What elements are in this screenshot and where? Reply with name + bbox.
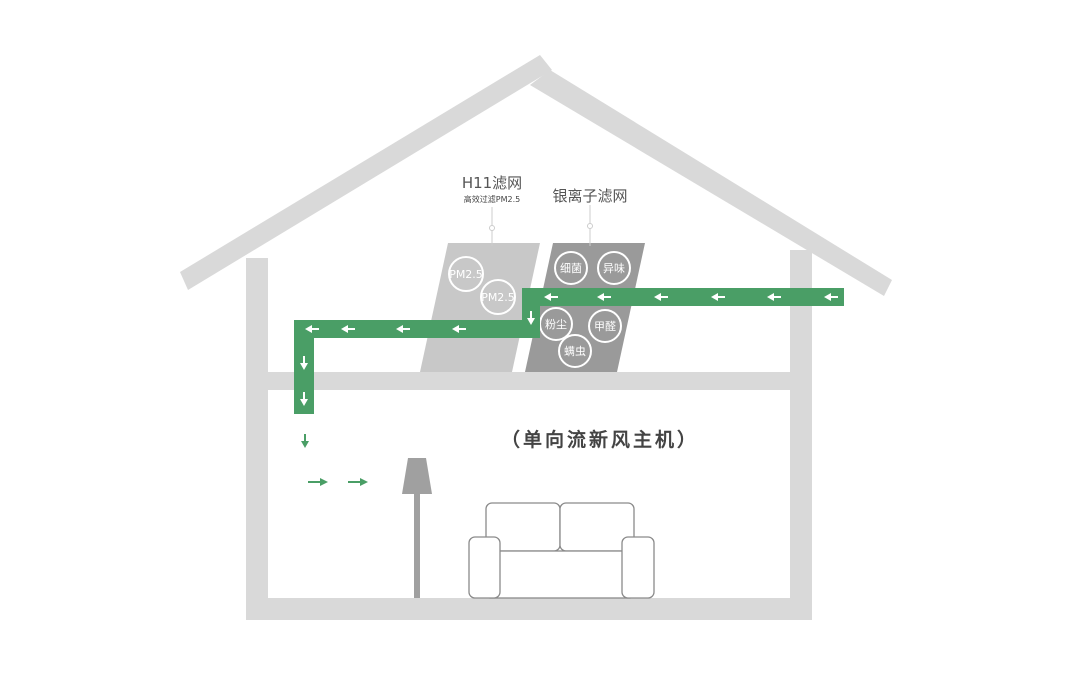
formaldehyde-circle (588, 309, 622, 343)
mite-circle-label: 螨虫 (564, 345, 586, 358)
house-wall-left (246, 258, 268, 620)
arrow-right-icon (308, 478, 328, 486)
h11-filter-subtitle: 高效过滤PM2.5 (464, 194, 520, 204)
house-roof-right (530, 70, 892, 296)
house-ceiling (268, 372, 790, 390)
arrow-left-icon (767, 293, 781, 301)
bacteria-circle (554, 251, 588, 285)
arrow-down-icon (300, 356, 308, 370)
mite-circle (558, 334, 592, 368)
unit-label: （单向流新风主机） (501, 428, 699, 451)
arrow-left-icon (452, 325, 466, 333)
odor-circle-label: 异味 (603, 262, 625, 275)
formaldehyde-circle-label: 甲醛 (594, 319, 616, 333)
arrow-left-icon (654, 293, 668, 301)
h11-leader-dot (489, 225, 495, 231)
arrow-left-icon (305, 325, 319, 333)
house-roof (180, 55, 552, 290)
pm25-circle (448, 256, 484, 292)
silver-ion-leader-dot (587, 223, 593, 229)
h11-filter: PM2.5 PM2.5 H11滤网 高效过滤PM2.5 (420, 174, 540, 372)
arrow-right-icon (348, 478, 368, 486)
bacteria-circle-label: 细菌 (560, 262, 582, 275)
arrow-down-icon (300, 392, 308, 406)
arrow-left-icon (711, 293, 725, 301)
air-duct (294, 288, 844, 414)
arrow-left-icon (597, 293, 611, 301)
house-outline (180, 55, 892, 620)
silver-ion-filter: 细菌 异味 粉尘 甲醛 螨虫 银离子滤网 (525, 187, 645, 372)
h11-filter-title: H11滤网 (462, 174, 522, 192)
pm25-circle-label: PM2.5 (481, 291, 515, 304)
sofa-arm-right (621, 536, 655, 599)
lamp-pole (414, 494, 420, 598)
arrow-left-icon (341, 325, 355, 333)
arrow-down-icon (527, 311, 535, 325)
sofa-arm-left (468, 536, 501, 599)
duct-main-segment (294, 320, 540, 338)
room-airflow (301, 434, 368, 486)
dust-circle-label: 粉尘 (545, 318, 567, 331)
arrow-left-icon (396, 325, 410, 333)
pm25-circle-label: PM2.5 (449, 268, 483, 281)
floor-lamp (402, 458, 432, 598)
sofa-seat (489, 550, 631, 599)
arrow-left-icon (824, 293, 838, 301)
lamp-shade (402, 458, 432, 494)
house-floor (246, 598, 812, 620)
duct-arrows (300, 293, 838, 406)
odor-circle (597, 251, 631, 285)
arrow-down-icon (301, 434, 309, 448)
sofa (468, 502, 655, 599)
pm25-circle (480, 279, 516, 315)
house-wall-right (790, 250, 812, 620)
duct-inlet-segment (522, 288, 844, 306)
arrow-left-icon (544, 293, 558, 301)
silver-ion-filter-title: 银离子滤网 (552, 187, 627, 205)
